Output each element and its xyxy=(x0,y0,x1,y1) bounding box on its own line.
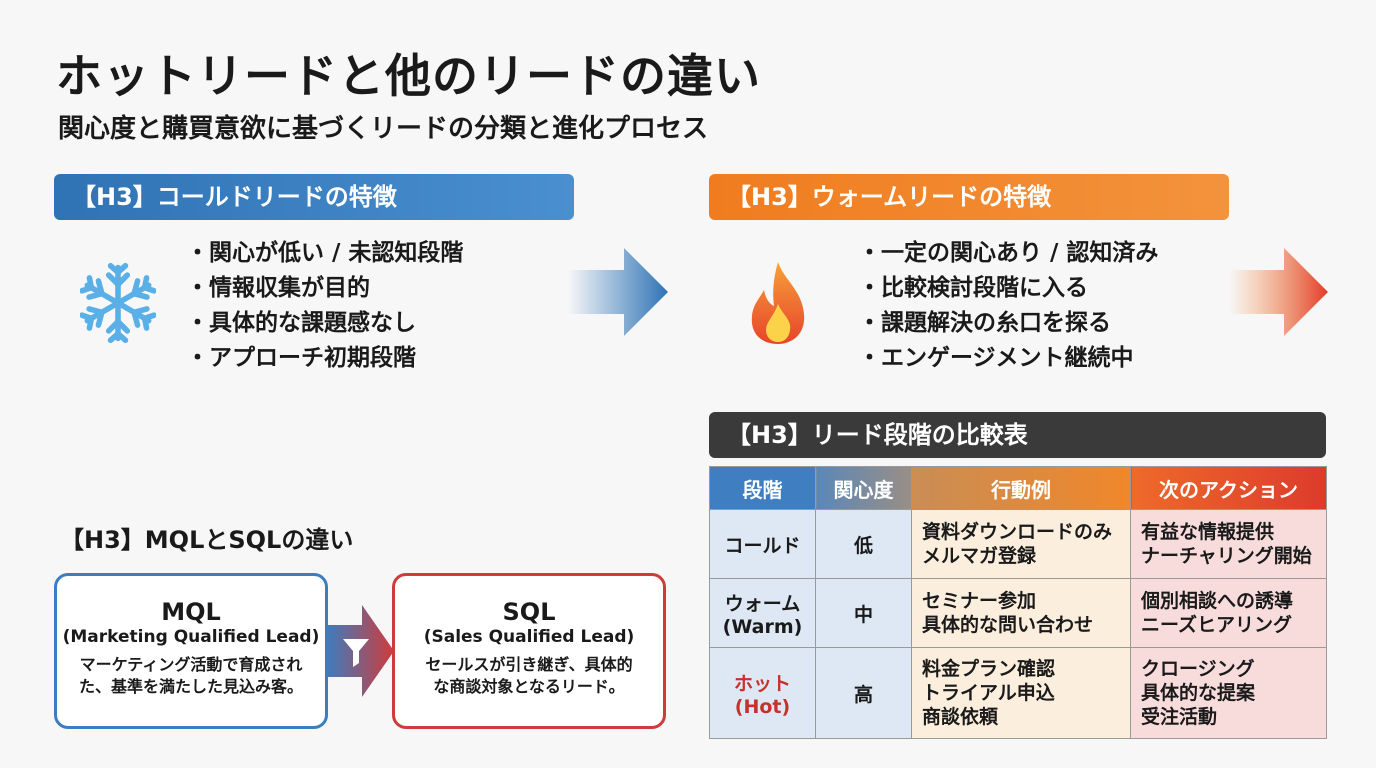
sql-box: SQL (Sales Qualified Lead) セールスが引き継ぎ、具体的… xyxy=(392,573,666,729)
comparison-table-header: 【H3】リード段階の比較表 xyxy=(709,412,1326,458)
next-action-cell: クロージング 具体的な提案 受注活動 xyxy=(1130,647,1327,739)
list-item: 一定の関心あり / 認知済み xyxy=(858,236,1158,271)
sql-name: SQL xyxy=(502,598,556,626)
snowflake-icon xyxy=(80,262,156,344)
actions-cell: 資料ダウンロードのみ メルマガ登録 xyxy=(911,509,1131,579)
flame-icon xyxy=(751,262,805,344)
warm-lead-bullets: 一定の関心あり / 認知済み 比較検討段階に入る 課題解決の糸口を探る エンゲー… xyxy=(858,236,1158,376)
funnel-icon xyxy=(326,605,394,697)
level-cell: 中 xyxy=(815,578,912,648)
actions-cell: セミナー参加 具体的な問い合わせ xyxy=(911,578,1131,648)
stage-cell: コールド xyxy=(709,509,816,579)
table-row: コールド 低 資料ダウンロードのみ メルマガ登録 有益な情報提供 ナーチャリング… xyxy=(709,509,1327,579)
list-item: 比較検討段階に入る xyxy=(858,271,1158,306)
sql-description: セールスが引き継ぎ、具体的 な商談対象となるリード。 xyxy=(425,655,633,696)
mql-sql-header: 【H3】MQLとSQLの違い xyxy=(60,526,354,554)
level-cell: 高 xyxy=(815,647,912,739)
next-action-cell: 個別相談への誘導 ニーズヒアリング xyxy=(1130,578,1327,648)
stage-cell: ホット (Hot) xyxy=(709,647,816,739)
column-header: 関心度 xyxy=(815,466,912,510)
list-item: 情報収集が目的 xyxy=(186,271,463,306)
arrow-right-icon xyxy=(1228,248,1328,336)
mql-name: MQL xyxy=(161,598,221,626)
table-row: ホット (Hot) 高 料金プラン確認 トライアル申込 商談依頼 クロージング … xyxy=(709,647,1327,739)
page-title: ホットリードと他のリードの違い xyxy=(56,49,761,103)
table-header-row: 段階 関心度 行動例 次のアクション xyxy=(709,466,1327,510)
level-cell: 低 xyxy=(815,509,912,579)
column-header: 段階 xyxy=(709,466,816,510)
cold-lead-bullets: 関心が低い / 未認知段階 情報収集が目的 具体的な課題感なし アプローチ初期段… xyxy=(186,236,463,376)
table-row: ウォーム (Warm) 中 セミナー参加 具体的な問い合わせ 個別相談への誘導 … xyxy=(709,578,1327,648)
sql-full-name: (Sales Qualified Lead) xyxy=(423,627,635,647)
list-item: アプローチ初期段階 xyxy=(186,341,463,376)
comparison-table: 段階 関心度 行動例 次のアクション コールド 低 資料ダウンロードのみ メルマ… xyxy=(709,466,1327,739)
mql-full-name: (Marketing Qualified Lead) xyxy=(62,627,320,647)
page-subtitle: 関心度と購買意欲に基づくリードの分類と進化プロセス xyxy=(58,114,709,144)
actions-cell: 料金プラン確認 トライアル申込 商談依頼 xyxy=(911,647,1131,739)
mql-description: マーケティング活動で育成され た、基準を満たした見込み客。 xyxy=(78,655,303,696)
list-item: 課題解決の糸口を探る xyxy=(858,306,1158,341)
column-header: 行動例 xyxy=(911,466,1131,510)
list-item: 具体的な課題感なし xyxy=(186,306,463,341)
column-header: 次のアクション xyxy=(1130,466,1327,510)
mql-box: MQL (Marketing Qualified Lead) マーケティング活動… xyxy=(54,573,328,729)
arrow-right-icon xyxy=(568,248,668,336)
list-item: エンゲージメント継続中 xyxy=(858,341,1158,376)
list-item: 関心が低い / 未認知段階 xyxy=(186,236,463,271)
stage-cell: ウォーム (Warm) xyxy=(709,578,816,648)
warm-lead-header: 【H3】ウォームリードの特徴 xyxy=(709,174,1229,220)
cold-lead-header: 【H3】コールドリードの特徴 xyxy=(54,174,574,220)
next-action-cell: 有益な情報提供 ナーチャリング開始 xyxy=(1130,509,1327,579)
